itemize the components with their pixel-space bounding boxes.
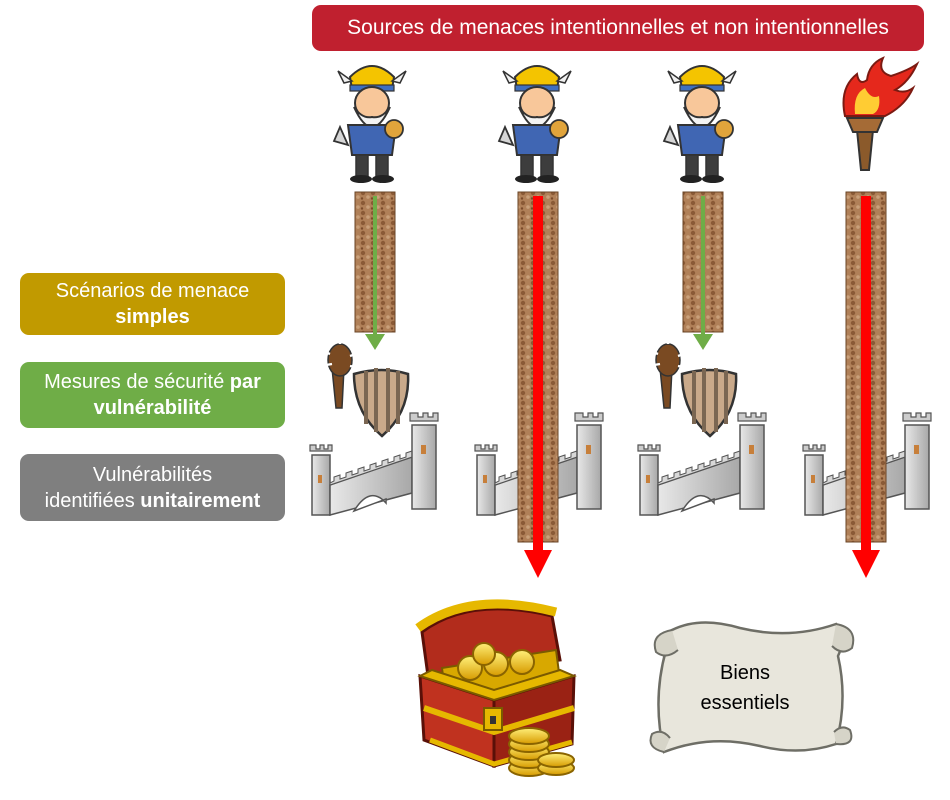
assets-label: Biens essentiels	[680, 658, 810, 718]
shield-mace-icon	[323, 337, 411, 438]
legend-vulnerabilites: Vulnérabilités identifiées unitairement	[20, 454, 285, 521]
arrow-green-3	[693, 334, 713, 350]
legend-scenarios: Scénarios de menace simples	[20, 273, 285, 335]
legend-scenarios-bold: simples	[115, 306, 190, 328]
arrow-red-4	[852, 550, 880, 578]
knight-icon	[333, 65, 407, 184]
legend-vulns-bold: unitairement	[140, 489, 261, 512]
knight-icon	[498, 65, 572, 184]
legend-vulns-line-2: identifiées	[44, 489, 141, 512]
legend-mesures-text: Mesures de sécurité	[44, 371, 230, 393]
arrow-red-2	[524, 550, 552, 578]
legend-mesures-bold-1: par	[229, 371, 261, 393]
knight-icon	[663, 65, 737, 184]
shield-mace-icon	[651, 337, 739, 438]
assets-label-line-2: essentiels	[700, 692, 790, 714]
assets-label-line-1: Biens	[719, 662, 771, 684]
arrow-green-1	[365, 334, 385, 350]
legend-mesures-bold-2: vulnérabilité	[93, 397, 212, 419]
legend-mesures: Mesures de sécurité par vulnérabilité	[20, 362, 285, 428]
legend-vulns-line-1: Vulnérabilités	[92, 463, 213, 486]
title-text: Sources de menaces intentionnelles et no…	[347, 16, 889, 39]
torch-icon	[842, 57, 918, 171]
treasure-chest-icon	[415, 599, 577, 777]
scroll-icon	[649, 621, 855, 754]
title-banner: Sources de menaces intentionnelles et no…	[312, 5, 924, 51]
legend-scenarios-text: Scénarios de menace	[55, 280, 250, 302]
